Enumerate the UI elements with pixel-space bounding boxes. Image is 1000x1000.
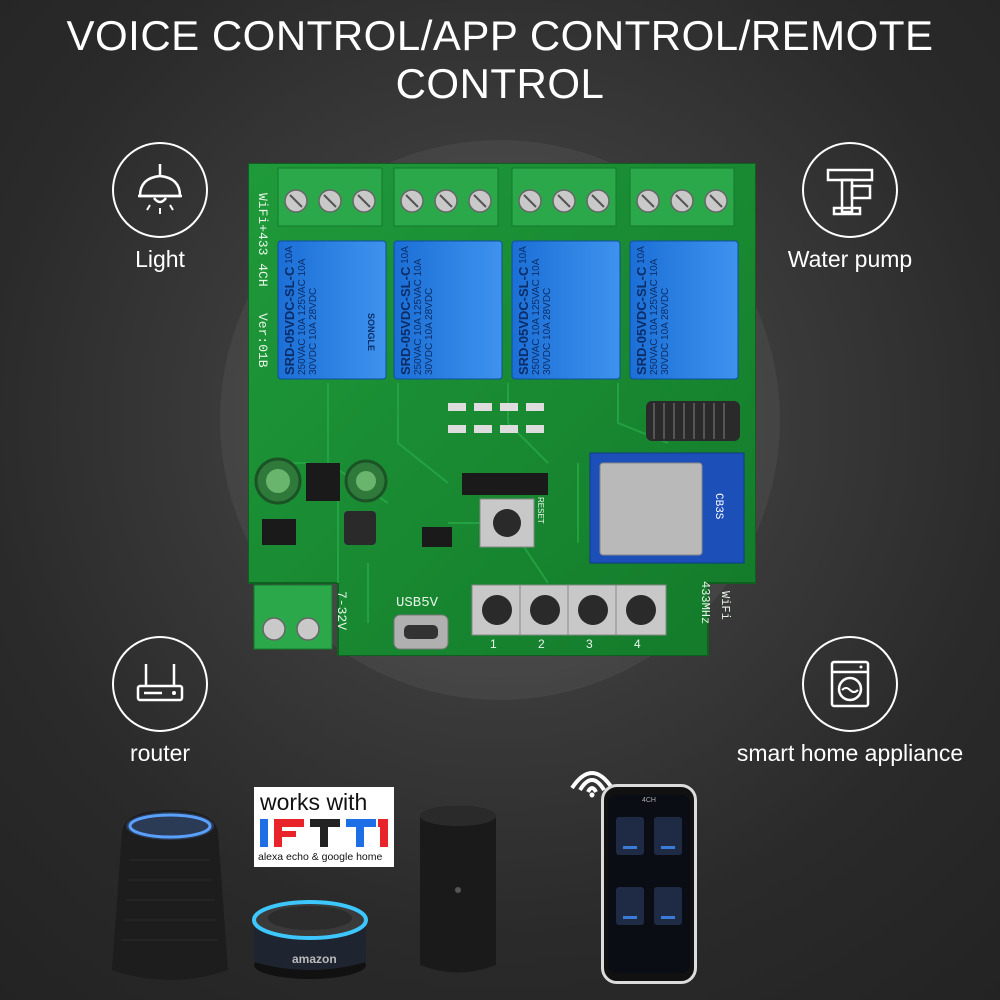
smartphone: 4CH [601,784,697,984]
headline: VOICE CONTROL/APP CONTROL/REMOTE CONTROL [66,12,934,107]
feature-smart-home: smart home appliance [730,636,970,767]
water-pump-icon [802,142,898,238]
wifi-label: WiFi [718,591,732,620]
rf-label: 433MHz [698,581,712,625]
button-2-number: 2 [538,637,545,651]
wifi-icon [562,748,622,798]
phone-title: 4CH [641,797,656,804]
usb-label: USB5V [396,595,439,611]
board-side-label: WiFi+433 4CH [255,193,270,287]
phone-screen: 4CH [608,795,690,973]
relay-brand: SONGLE [366,313,376,352]
reset-label: RESET [536,497,545,524]
phone-switch-1[interactable] [616,817,644,855]
voltage-label: 7-32V [334,591,349,631]
feature-router-label: router [129,740,191,766]
button-4-number: 4 [634,637,641,651]
button-1-number: 1 [490,637,497,651]
feature-router: router [100,636,220,767]
phone-switch-3[interactable] [616,887,644,925]
phone-switch-4[interactable] [654,887,682,925]
module-label: CB3S [712,493,724,520]
feature-water-pump: Water pump [770,142,930,273]
washing-machine-icon [802,636,898,732]
board-version: Ver:01B [255,313,270,368]
feature-smart-home-label: smart home appliance [736,740,964,766]
light-icon [112,142,208,238]
relay-board: WiFi+433 4CH Ver:01B SRD-05VDC-SL-C 10A … [247,162,757,657]
amazon-label: amazon [292,952,337,966]
button-3-number: 3 [586,637,593,651]
works-with-badge: works with alexa echo & google home [254,787,394,867]
works-with-subtitle: alexa echo & google home [258,851,383,863]
feature-light: Light [100,142,220,273]
ifttt-logo [260,817,388,849]
phone-switch-2[interactable] [654,817,682,855]
feature-light-label: Light [135,246,185,272]
works-with-text: works with [260,789,368,815]
router-icon [112,636,208,732]
feature-water-pump-label: Water pump [787,246,913,272]
